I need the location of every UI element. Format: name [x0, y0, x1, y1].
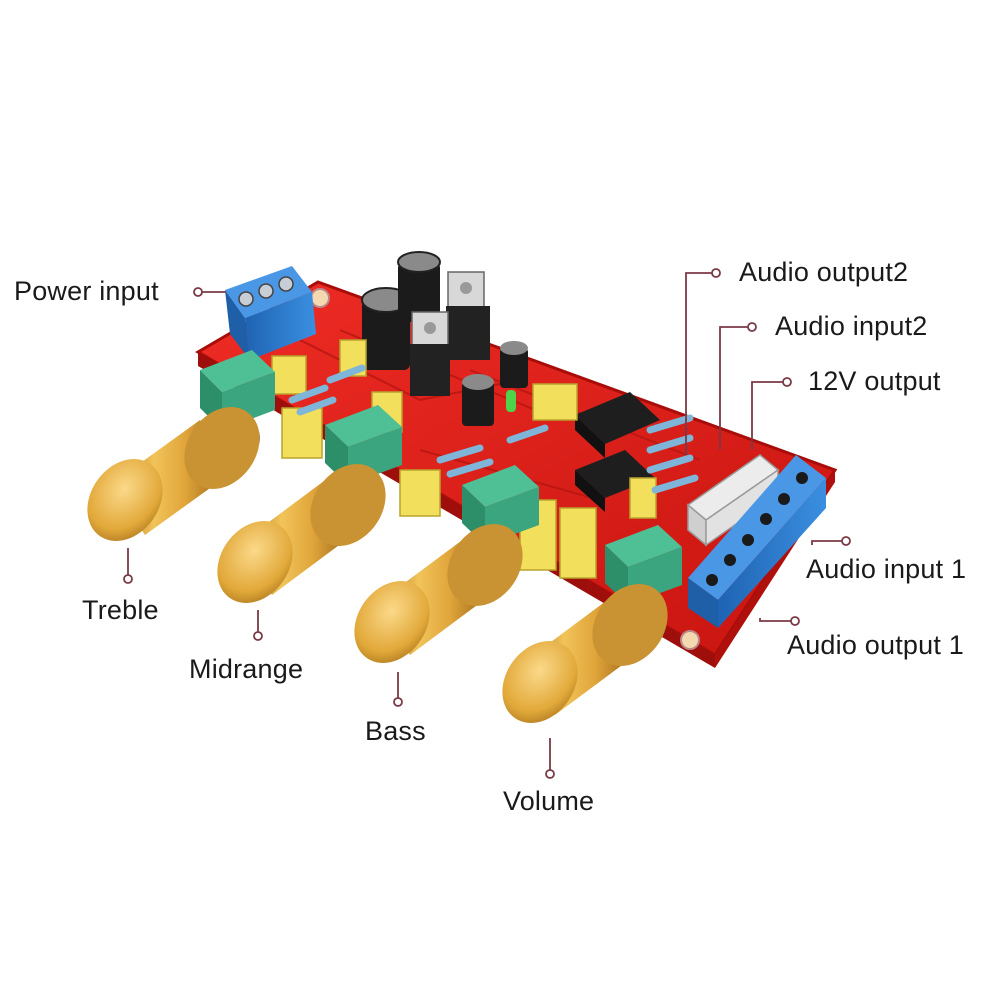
- label-audio-input2: Audio input2: [775, 311, 928, 341]
- label-audio-input1: Audio input 1: [806, 554, 967, 584]
- label-12v-output: 12V output: [808, 366, 941, 396]
- electrolytic-capacitors: [361, 251, 528, 426]
- jst-connectors: [686, 454, 780, 547]
- label-midrange: Midrange: [189, 654, 304, 684]
- knob-treble: [87, 407, 260, 541]
- power-terminal-block: [225, 266, 316, 360]
- label-volume: Volume: [503, 786, 595, 816]
- label-treble: Treble: [82, 595, 159, 625]
- resistors: [288, 364, 699, 494]
- label-audio-output2: Audio output2: [739, 257, 909, 287]
- callout-dots: [123, 268, 851, 779]
- label-audio-output1: Audio output 1: [787, 630, 964, 660]
- knob-volume: [502, 584, 668, 723]
- knob-midrange: [217, 464, 386, 603]
- audio-terminal-strip: [688, 455, 826, 628]
- label-power-input: Power input: [14, 276, 159, 306]
- led: [506, 390, 516, 412]
- label-bass: Bass: [365, 716, 426, 746]
- knob-bass: [354, 524, 523, 663]
- voltage-regulators: [410, 271, 490, 396]
